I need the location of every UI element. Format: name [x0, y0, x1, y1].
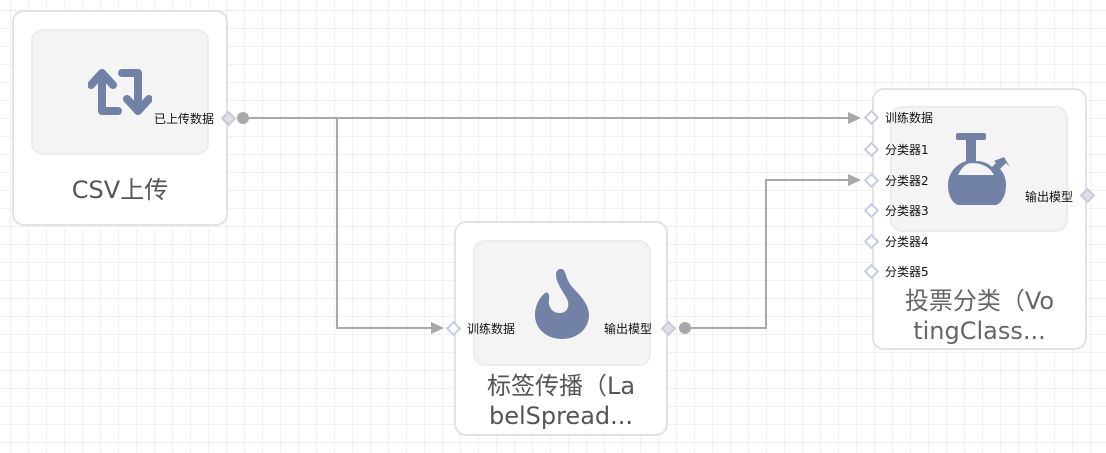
- node-title-line2: tingClass...: [913, 317, 1046, 345]
- node-icon-box: [890, 106, 1068, 232]
- flask-icon: [948, 133, 1010, 205]
- node-voting-classifier[interactable]: 投票分类（Vo tingClass... 训练数据 分类器1 分类器2 分类器3…: [863, 88, 1096, 350]
- arrow-head: [431, 322, 444, 334]
- node-title: CSV上传: [71, 176, 169, 204]
- node-icon-box: [31, 29, 209, 155]
- arrow-head: [848, 112, 861, 124]
- retweet-icon: [88, 69, 152, 115]
- node-title-line1: 标签传播（La: [486, 372, 636, 400]
- fire-icon: [535, 269, 589, 339]
- port-label: 已上传数据: [153, 112, 214, 126]
- node-label-spreading[interactable]: 标签传播（La belSpread... 训练数据 输出模型: [445, 221, 677, 436]
- edge-csv-to-labelspread[interactable]: [336, 118, 433, 329]
- port-label: 输出模型: [603, 322, 652, 336]
- edge-source-dot[interactable]: [679, 322, 691, 334]
- edge-labelspread-to-voting[interactable]: [685, 179, 850, 329]
- port-label: 分类器4: [885, 235, 929, 249]
- arrow-head: [848, 174, 861, 186]
- port-label: 训练数据: [467, 322, 516, 336]
- node-csv-upload[interactable]: CSV上传 已上传数据: [12, 10, 237, 226]
- node-title-line2: belSpread...: [488, 402, 634, 430]
- port-label: 分类器5: [885, 265, 929, 279]
- port-label: 分类器2: [885, 174, 929, 188]
- port-label: 分类器3: [885, 204, 929, 218]
- port-label: 分类器1: [885, 143, 929, 157]
- node-title-line1: 投票分类（Vo: [904, 287, 1055, 315]
- port-label: 输出模型: [1024, 190, 1073, 204]
- node-icon-box: [473, 240, 651, 366]
- edge-source-dot[interactable]: [237, 112, 249, 124]
- port-label: 训练数据: [885, 111, 934, 125]
